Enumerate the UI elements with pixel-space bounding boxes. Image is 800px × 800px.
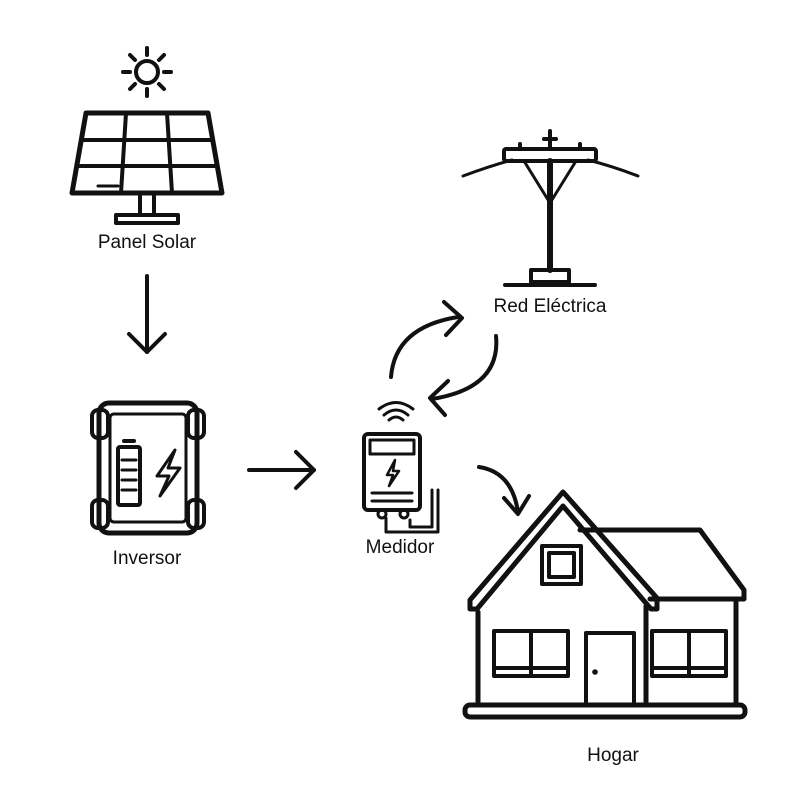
arrow-right <box>247 450 316 490</box>
panel-solar-label: Panel Solar <box>97 232 197 253</box>
solar-panel-icon <box>69 110 225 225</box>
power-pole-icon <box>461 129 640 287</box>
inverter-icon <box>90 400 206 536</box>
inversor-label: Inversor <box>112 548 182 569</box>
red-electrica-label: Red Eléctrica <box>493 296 607 317</box>
medidor-label: Medidor <box>365 537 435 558</box>
hogar-label: Hogar <box>587 745 639 766</box>
arrow-down <box>127 274 167 354</box>
meter-icon <box>362 401 440 534</box>
curved-arrow-home <box>477 465 531 516</box>
sun-icon <box>121 46 173 98</box>
cycle-arrows <box>389 300 499 417</box>
house-icon <box>462 489 748 720</box>
